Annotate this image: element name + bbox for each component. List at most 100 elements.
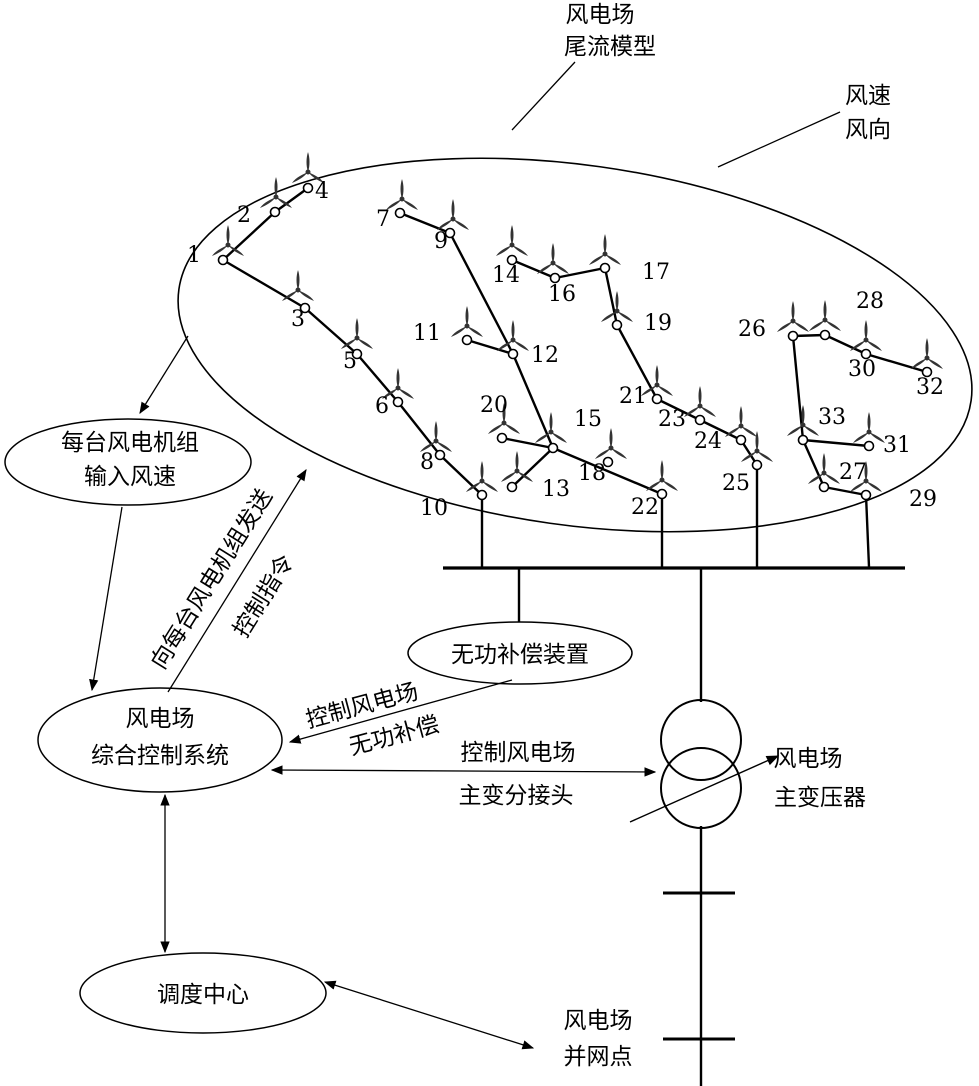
reactive-compensation-device-box: [407, 621, 633, 685]
turbine-6-label: 6: [375, 394, 389, 419]
turbine-26-icon: [777, 301, 809, 332]
turbine-16-label: 16: [548, 282, 576, 307]
tap-changer-label-2: 主变分接头: [459, 783, 574, 809]
turbine-2-icon: [260, 177, 292, 208]
main-transformer: [629, 699, 780, 829]
turbine-13-icon: [501, 451, 533, 482]
turbine-31-icon: [853, 412, 885, 443]
turbine-1-icon: [212, 225, 244, 256]
turbine-33-node: [797, 434, 809, 446]
turbine-31-label: 31: [883, 433, 911, 458]
turbine-19-label: 19: [644, 311, 672, 336]
send-command-label-1: 向每台风电机组发送: [146, 485, 278, 674]
turbine-5-label: 5: [343, 349, 357, 374]
turbine-15-node: [547, 442, 559, 454]
turbine-15-label: 15: [574, 407, 602, 432]
turbine-24-node: [735, 434, 747, 446]
turbine-2-node: [269, 206, 281, 218]
send-command-label-2: 控制指令: [229, 550, 300, 642]
wind-speed-label: 风速: [845, 83, 891, 109]
turbine-16-node: [549, 272, 561, 284]
grid-connection-label-2: 并网点: [564, 1044, 633, 1070]
turbine-28-icon: [809, 300, 841, 331]
turbine-18-icon: [595, 428, 627, 459]
turbine-22-icon: [646, 460, 678, 491]
wind-pointer: [717, 111, 841, 168]
turbine-29-label: 29: [909, 487, 937, 512]
turbine-25-node: [751, 459, 763, 471]
turbine-1-node: [217, 254, 229, 266]
turbine-26-label: 26: [738, 317, 766, 342]
turbine-21-node: [651, 393, 663, 405]
integrated-control-system-box: [37, 687, 283, 793]
turbine-33-label: 33: [818, 405, 846, 430]
turbine-32-node: [921, 366, 933, 378]
turbine-19-icon: [601, 291, 633, 322]
turbine-17-icon: [589, 234, 621, 265]
turbine-29-node: [860, 489, 872, 501]
turbine-13-node: [506, 481, 518, 493]
turbine-30-label: 30: [848, 357, 876, 382]
turbine-30-icon: [850, 320, 882, 351]
turbine-27-icon: [808, 453, 840, 484]
turbine-14-label: 14: [492, 263, 520, 288]
turbine-22-node: [656, 488, 668, 500]
turbine-20-label: 20: [480, 393, 508, 418]
turbine-7-node: [394, 207, 406, 219]
wind-farm-boundary: [177, 157, 973, 533]
turbine-7-icon: [386, 179, 418, 210]
turbine-12-label: 12: [531, 343, 559, 368]
turbine-32-label: 32: [916, 375, 944, 400]
turbine-23-label: 23: [658, 407, 686, 432]
turbine-27-node: [818, 481, 830, 493]
turbine-13-label: 13: [542, 477, 570, 502]
turbine-nodes: [217, 182, 933, 501]
turbine-9-icon: [437, 199, 469, 230]
turbine-14-node: [506, 254, 518, 266]
turbine-6-node: [392, 396, 404, 408]
wake-model-label-2: 尾流模型: [564, 34, 656, 60]
input-speed-label-2: 输入风速: [84, 464, 176, 490]
turbine-9-node: [444, 227, 456, 239]
tap-changer-label-1: 控制风电场: [461, 740, 576, 766]
turbine-18-label: 18: [578, 461, 606, 486]
turbine-4-node: [302, 182, 314, 194]
turbine-3-node: [299, 302, 311, 314]
turbine-11-icon: [451, 306, 483, 337]
turbine-23-node: [694, 414, 706, 426]
turbine-17-label: 17: [642, 260, 670, 285]
turbine-30-node: [860, 348, 872, 360]
turbine-10-label: 10: [420, 496, 448, 521]
turbine-3-icon: [282, 270, 314, 301]
turbine-24-label: 24: [694, 429, 722, 454]
per-turbine-wind-input-box: [4, 418, 252, 506]
turbine-1-label: 1: [187, 243, 201, 268]
transformer-label-2: 主变压器: [774, 785, 866, 811]
transformer-label-1: 风电场: [774, 746, 843, 772]
wake-model-label-1: 风电场: [566, 2, 635, 28]
turbine-3-label: 3: [291, 307, 305, 332]
input-speed-label-1: 每台风电机组: [61, 430, 199, 456]
turbine-5-node: [351, 348, 363, 360]
turbine-24-icon: [725, 406, 757, 437]
dispatch-center-label: 调度中心: [157, 982, 249, 1008]
turbine-2-label: 2: [237, 203, 251, 228]
turbine-32-icon: [911, 338, 943, 369]
turbine-11-label: 11: [413, 321, 441, 346]
turbine-12-node: [507, 348, 519, 360]
turbine-10-icon: [466, 461, 498, 492]
turbine-28-node: [819, 329, 831, 341]
grid-connection-label-1: 风电场: [564, 1008, 633, 1034]
turbine-14-icon: [496, 225, 528, 256]
control-system-label-1: 风电场: [126, 706, 195, 732]
flow-arrows: [89, 335, 657, 1050]
feeder-lines: [221, 187, 928, 568]
control-system-label-2: 综合控制系统: [91, 743, 229, 769]
turbine-12-icon: [497, 320, 529, 351]
turbine-16-icon: [537, 243, 569, 274]
turbine-28-label: 28: [856, 289, 884, 314]
turbine-19-node: [611, 319, 623, 331]
turbine-17-node: [599, 262, 611, 274]
